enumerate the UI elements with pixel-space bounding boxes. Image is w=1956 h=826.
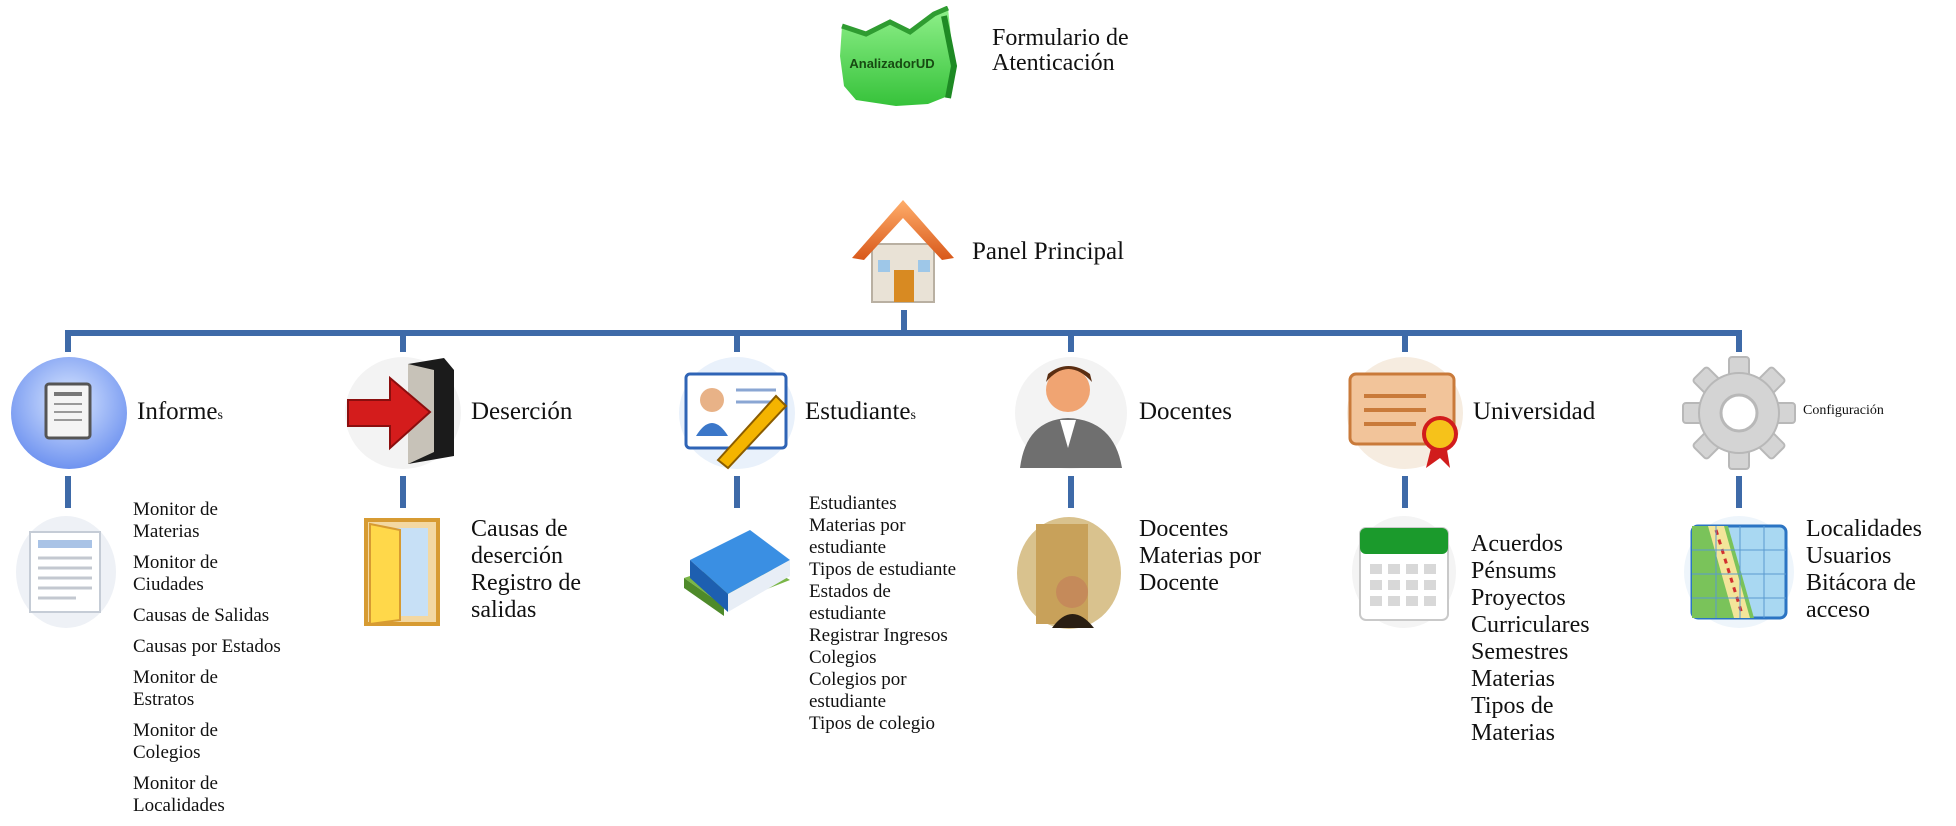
informes-item[interactable]: Monitor de Estratos [133,667,218,710]
connector-sub-5 [1402,476,1408,508]
configuracion-item[interactable]: Localidades [1806,516,1922,542]
auth-form-label[interactable]: Formulario de Atenticación [992,25,1129,77]
desercion-item[interactable]: deserción [471,543,563,569]
docentes-item[interactable]: Docentes [1139,516,1229,542]
connector-drop-5 [1402,330,1408,352]
gear-icon[interactable] [1680,356,1798,470]
certificate-icon[interactable] [1346,356,1464,470]
module-estudiantes-title-suffix: s [910,408,916,423]
desercion-items-list: Causas de deserción Registro de salidas [471,516,581,624]
informes-items-list: Monitor de Materias Monitor de Ciudades … [133,499,281,826]
connector-drop-2 [400,330,406,352]
connector-root-stem [901,310,907,334]
estudiantes-items-list: Estudiantes Materias por estudiante Tipo… [809,493,956,735]
configuracion-item[interactable]: acceso [1806,597,1870,623]
teacher-photo-icon [1016,516,1122,630]
connector-drop-3 [734,330,740,352]
module-informes-title-text: Informe [137,398,218,425]
analizadorud-logo-icon: AnalizadorUD [836,5,964,106]
connector-drop-4 [1068,330,1074,352]
connector-sub-2 [400,476,406,508]
exit-arrow-icon[interactable] [344,356,462,470]
connector-horizontal-bar [65,330,1742,336]
auth-form-label-line1: Formulario de [992,25,1129,51]
desercion-item[interactable]: Registro de [471,570,581,596]
connector-sub-3 [734,476,740,508]
informes-item[interactable]: Monitor de Materias [133,499,218,542]
teacher-icon[interactable] [1014,356,1128,470]
open-door-icon [360,516,446,628]
docentes-item[interactable]: Docente [1139,570,1219,596]
estudiantes-item[interactable]: Tipos de colegio [809,713,935,734]
connector-sub-4 [1068,476,1074,508]
universidad-items-list: Acuerdos Pénsums Proyectos Curriculares … [1471,531,1590,747]
estudiantes-item[interactable]: Estados de [809,581,891,602]
configuracion-items-list: Localidades Usuarios Bitácora de acceso [1806,516,1922,624]
module-informes-title[interactable]: Informes [137,398,223,425]
informes-item[interactable]: Monitor de Ciudades [133,552,218,595]
connector-sub-1 [65,476,71,508]
estudiantes-item[interactable]: Estudiantes [809,493,897,514]
informes-item[interactable]: Causas de Salidas [133,605,270,626]
auth-form-label-line2: Atenticación [992,50,1115,77]
universidad-item[interactable]: Tipos de [1471,693,1554,719]
module-configuracion-title[interactable]: Configuración [1803,403,1884,418]
connector-drop-6 [1736,330,1742,352]
estudiantes-item[interactable]: Colegios por [809,669,907,690]
connector-drop-1 [65,330,71,352]
informes-item[interactable]: Causas por Estados [133,636,281,657]
docentes-items-list: Docentes Materias por Docente [1139,516,1261,597]
universidad-item[interactable]: Materias [1471,720,1555,746]
universidad-item[interactable]: Materias [1471,666,1555,692]
estudiantes-item[interactable]: Registrar Ingresos [809,625,948,646]
module-informes-title-suffix: s [217,408,223,423]
module-estudiantes-title-text: Estudiante [805,398,911,425]
logo-text: AnalizadorUD [849,56,934,71]
module-universidad-title[interactable]: Universidad [1473,398,1596,425]
configuracion-item[interactable]: Usuarios [1806,543,1892,569]
home-icon[interactable] [850,194,956,306]
student-card-icon[interactable] [678,356,796,470]
connector-sub-6 [1736,476,1742,508]
estudiantes-item[interactable]: estudiante [809,691,887,712]
module-estudiantes-title[interactable]: Estudiantes [805,398,916,425]
calendar-icon [1352,516,1456,628]
books-icon [680,516,794,628]
estudiantes-item[interactable]: Materias por [809,515,906,536]
desercion-item[interactable]: salidas [471,597,537,623]
desercion-item[interactable]: Causas de [471,516,568,542]
estudiantes-item[interactable]: Tipos de estudiante [809,559,957,580]
report-document-icon [16,516,116,628]
docentes-item[interactable]: Materias por [1139,543,1261,569]
universidad-item[interactable]: Curriculares [1471,612,1590,638]
universidad-item[interactable]: Acuerdos [1471,531,1563,557]
notebook-icon[interactable] [10,356,128,470]
panel-principal-label[interactable]: Panel Principal [972,238,1125,265]
informes-item[interactable]: Monitor de Colegios [133,720,218,763]
map-icon [1684,516,1794,628]
module-desercion-title[interactable]: Deserción [471,398,573,425]
estudiantes-item[interactable]: Colegios [809,647,877,668]
universidad-item[interactable]: Semestres [1471,639,1569,665]
estudiantes-item[interactable]: estudiante [809,603,887,624]
configuracion-item[interactable]: Bitácora de [1806,570,1916,596]
universidad-item[interactable]: Proyectos [1471,585,1566,611]
universidad-item[interactable]: Pénsums [1471,558,1557,584]
module-docentes-title[interactable]: Docentes [1139,398,1233,425]
informes-item[interactable]: Monitor de Localidades [133,773,225,816]
estudiantes-item[interactable]: estudiante [809,537,887,558]
